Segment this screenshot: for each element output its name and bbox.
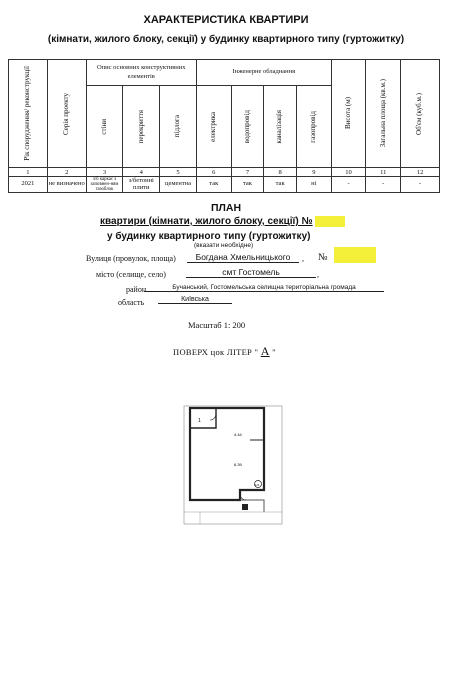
values-row: 2021 не визначено з/б каркас з заповнен-… bbox=[8, 175, 440, 194]
value-cell: з/бетонні плити bbox=[122, 175, 161, 194]
col-ceilings-header: перекриття bbox=[122, 85, 161, 168]
column-number: 7 bbox=[230, 167, 265, 177]
column-number: 8 bbox=[263, 167, 297, 177]
house-number-label: № bbox=[318, 252, 328, 263]
value-cell: з/б каркас з заповнен-ням газоблок bbox=[85, 175, 124, 194]
col-height-header: Висота (м) bbox=[330, 59, 367, 168]
district-value: Бучанський, Гостомельська селищна терито… bbox=[144, 284, 384, 292]
column-number: 1 bbox=[8, 167, 48, 177]
col-sewer-header: каналізація bbox=[263, 85, 297, 168]
stair-marker bbox=[254, 480, 262, 488]
value-cell: ні bbox=[295, 175, 332, 194]
col-gas-header: газопровід bbox=[295, 85, 332, 168]
col-electric-header: електрика bbox=[195, 85, 232, 168]
value-cell: 2021 bbox=[8, 175, 48, 194]
col-volume-header: Об'єм (куб.м.) bbox=[400, 59, 440, 168]
document-subtitle: (кімнати, жилого блоку, секції) у будинк… bbox=[47, 34, 405, 45]
col-floors-header: підлога bbox=[159, 85, 197, 168]
column-number: 9 bbox=[295, 167, 332, 177]
region-value: Київська bbox=[158, 296, 232, 304]
column-number: 5 bbox=[159, 167, 197, 177]
characteristics-table: Рік спорудження/ реконструкції Серія про… bbox=[8, 59, 440, 194]
scale-text: Масштаб 1: 200 bbox=[188, 320, 246, 330]
value-cell: так bbox=[195, 175, 232, 194]
value-cell: так bbox=[230, 175, 265, 194]
col-year-header: Рік спорудження/ реконструкції bbox=[8, 59, 48, 168]
plan-line-building: у будинку квартирного типу (гуртожитку) bbox=[107, 231, 311, 242]
comma-sep: , bbox=[302, 254, 304, 263]
column-number: 10 bbox=[330, 167, 367, 177]
plan-title: ПЛАН bbox=[210, 202, 242, 214]
value-cell: так bbox=[263, 175, 297, 194]
structural-group-header: Опис основних конструктивних елементів bbox=[85, 59, 197, 86]
floor-prefix: ПОВЕРХ цок ЛІТЕР bbox=[173, 347, 253, 357]
plan-note: (вказати необхідне) bbox=[194, 242, 254, 249]
region-label: область bbox=[118, 298, 145, 307]
value-cell: не визначено bbox=[46, 175, 87, 194]
house-number-highlight bbox=[334, 247, 376, 263]
dimension-b: 6.39 bbox=[234, 462, 243, 467]
apartment-number-highlight bbox=[315, 216, 346, 227]
floor-plan-drawing: 1 4.44 6.39 1/4 bbox=[183, 405, 283, 525]
dimension-a: 4.44 bbox=[234, 432, 243, 437]
col-series-header: Серія проекту bbox=[46, 59, 87, 168]
room-label: 1 bbox=[198, 418, 201, 424]
city-label: місто (селище, село) bbox=[96, 270, 166, 279]
floor-line: ПОВЕРХ цок ЛІТЕР " А " bbox=[173, 344, 276, 358]
street-label: Вулиця (провулок, площа) bbox=[86, 254, 176, 263]
city-value: смт Гостомель bbox=[186, 267, 316, 278]
value-cell: - bbox=[365, 175, 402, 194]
floor-letter: А bbox=[260, 344, 270, 358]
column-number: 4 bbox=[122, 167, 161, 177]
column-marker bbox=[242, 504, 248, 510]
plan-line-apartment: квартири (кімнати, жилого блоку, секції)… bbox=[100, 216, 346, 228]
column-number: 6 bbox=[195, 167, 232, 177]
column-number: 2 bbox=[46, 167, 87, 177]
plan-line-apartment-text: квартири (кімнати, жилого блоку, секції)… bbox=[100, 216, 313, 228]
column-number: 3 bbox=[85, 167, 124, 177]
col-area-header: Загальна площа (кв.м.) bbox=[365, 59, 402, 168]
col-water-header: водопровід bbox=[230, 85, 265, 168]
value-cell: - bbox=[330, 175, 367, 194]
engineering-group-header: Інженерне обладнання bbox=[195, 59, 332, 86]
value-cell: - bbox=[400, 175, 440, 194]
col-walls-header: стіни bbox=[85, 85, 124, 168]
column-number: 12 bbox=[400, 167, 440, 177]
district-label: район bbox=[126, 285, 147, 294]
street-value: Богдана Хмельницького bbox=[187, 252, 299, 263]
value-cell: цементна bbox=[159, 175, 197, 194]
document-title: ХАРАКТЕРИСТИКА КВАРТИРИ bbox=[143, 14, 309, 26]
column-number: 11 bbox=[365, 167, 402, 177]
column-numbers-row: 1 2 3 4 5 6 7 8 9 10 11 12 bbox=[8, 167, 440, 177]
comma-sep-2: , bbox=[317, 270, 319, 279]
stair-label: 1/4 bbox=[255, 483, 260, 487]
